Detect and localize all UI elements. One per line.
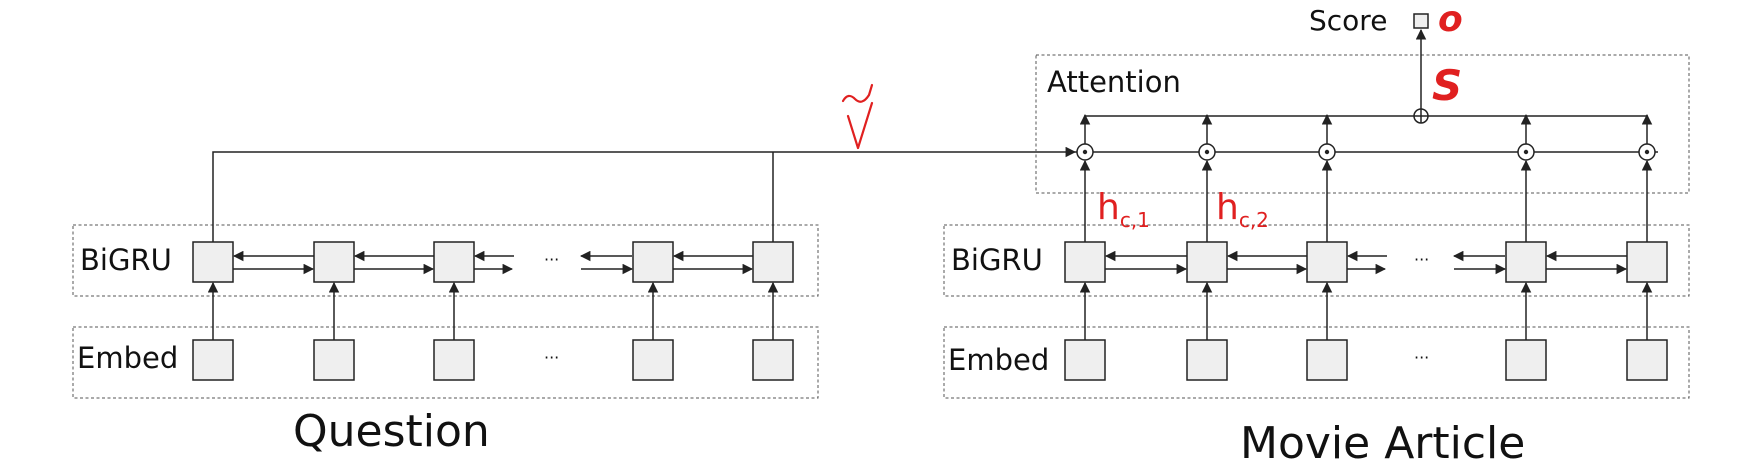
article-bigru-label: BiGRU [951, 243, 1043, 277]
attention-block [1035, 54, 1690, 194]
article-embed-layer [943, 326, 1690, 399]
question-embed-cell [192, 339, 234, 381]
article-embed-cell [1064, 339, 1106, 381]
article-bigru-cell [1186, 241, 1228, 283]
annotation-v-tilde [841, 83, 874, 150]
question-summary-line [212, 146, 1077, 242]
article-bigru-cell [1064, 241, 1106, 283]
annotation-o: o [1438, 0, 1463, 40]
question-embed-layer [72, 326, 819, 399]
article-bigru-cell [1626, 241, 1668, 283]
attention-label: Attention [1047, 65, 1181, 99]
question-bigru-cell [632, 241, 674, 283]
elementwise-product-dot [1204, 149, 1210, 155]
question-bigru-cell [313, 241, 355, 283]
question-embed-ellipsis: ··· [544, 348, 559, 367]
question-units [192, 241, 794, 381]
article-bigru-cell [1505, 241, 1547, 283]
question-bigru-cell [192, 241, 234, 283]
annotation-h-c1: hc,1 [1097, 187, 1150, 232]
question-bigru-cell [433, 241, 475, 283]
article-embed-cell [1505, 339, 1547, 381]
score-label: Score [1309, 4, 1387, 37]
article-units [1064, 241, 1668, 381]
elementwise-product-dot [1082, 149, 1088, 155]
question-title: Question [293, 406, 490, 457]
elementwise-product-dot [1644, 149, 1650, 155]
question-embed-cell [632, 339, 674, 381]
article-embed-cell [1306, 339, 1348, 381]
question-embed-cell [752, 339, 794, 381]
article-embed-cell [1186, 339, 1228, 381]
question-bigru-layer [72, 224, 819, 297]
annotation-h-c2: hc,2 [1216, 187, 1269, 232]
question-embed-cell [433, 339, 475, 381]
question-embed-cell [313, 339, 355, 381]
article-bigru-cell [1306, 241, 1348, 283]
article-bigru-layer [943, 224, 1690, 297]
annotation-s: S [1432, 61, 1462, 110]
question-embed-label: Embed [77, 341, 178, 375]
elementwise-product-dot [1523, 149, 1529, 155]
question-bigru-label: BiGRU [80, 243, 172, 277]
elementwise-product-dot [1324, 149, 1330, 155]
article-embed-cell [1626, 339, 1668, 381]
sum-node [1413, 108, 1429, 124]
article-embed-label: Embed [948, 343, 1049, 377]
question-bigru-ellipsis: ··· [544, 250, 559, 269]
article-title: Movie Article [1240, 418, 1525, 469]
question-bigru-cell [752, 241, 794, 283]
article-bigru-ellipsis: ··· [1414, 250, 1429, 269]
attention-operations [1075, 113, 1658, 242]
score-box [1413, 13, 1429, 29]
article-embed-ellipsis: ··· [1414, 348, 1429, 367]
